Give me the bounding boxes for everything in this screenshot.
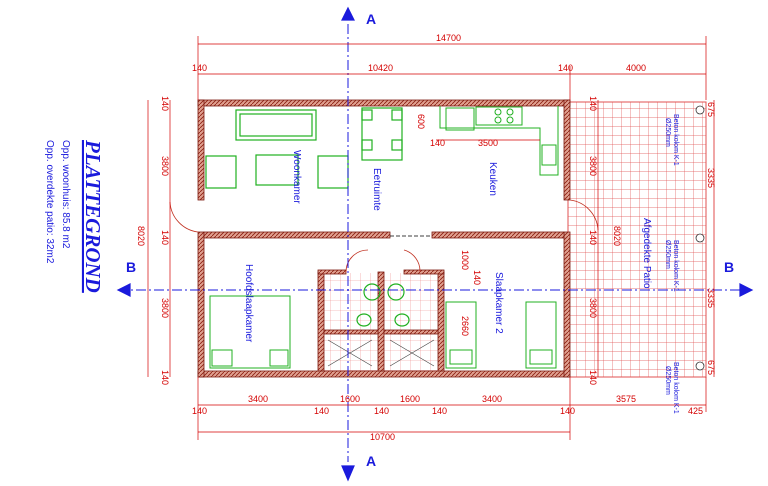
patio-columns [695,105,705,371]
dim-patio-3335-2: 3335 [706,288,716,308]
dim-wall-b4: 140 [432,406,447,416]
kitchen-counter [439,106,559,176]
dim-patio-425: 425 [688,406,703,416]
dim-bath-right: 1600 [400,394,420,404]
dim-total-width: 14700 [436,33,461,43]
dim-kitchen-600: 600 [416,114,426,129]
dim-wall-left-top: 140 [192,63,207,73]
dim-patio-675-bottom: 675 [706,360,716,375]
patio-floor [567,101,707,378]
section-markers [116,6,754,482]
dim-bath-2660: 2660 [460,316,470,336]
dim-depth-left: 8020 [136,226,146,246]
column-size-1: Ø250mm [664,118,671,147]
dim-zone-mid-2: 3800 [588,298,598,318]
section-b-right: B [724,259,734,275]
column-label-3: Beton kolom K-1 [672,362,679,414]
column-label-2: Beton kolom K-1 [672,240,679,292]
dim-wall-m2: 140 [588,230,598,245]
room-master: Hoofdslaapkamer [243,264,254,343]
dim-patio-675-top: 675 [706,102,716,117]
column-size-3: Ø250mm [664,366,671,395]
dim-room-right: 3400 [482,394,502,404]
room-kitchen: Keuken [487,162,498,196]
room-dining: Eetruimte [371,168,382,211]
dim-patio-3575: 3575 [616,394,636,404]
dim-wall-b2: 140 [314,406,329,416]
dim-bath-left: 1600 [340,394,360,404]
dim-zone-left-1: 3800 [160,156,170,176]
dimension-lines [147,36,715,440]
dim-wall-l1: 140 [160,96,170,111]
dim-bath-1000: 1000 [460,250,470,270]
living-area-label: Opp. woonhuis: 85.8 m2 [60,140,71,249]
exterior-walls [197,99,571,378]
dim-patio-3335-1: 3335 [706,168,716,188]
dim-zone-mid-1: 3800 [588,156,598,176]
dim-room-left: 3400 [248,394,268,404]
dim-wall-bath: 140 [472,270,482,285]
section-a-top: A [366,11,376,27]
dim-wall-kitchen: 140 [430,138,445,148]
room-living: Woonkamer [291,150,302,204]
dim-zone-left-2: 3800 [160,298,170,318]
dim-interior-width: 10420 [368,63,393,73]
doors [169,199,599,273]
dim-wall-m3: 140 [588,370,598,385]
dim-kitchen-width: 3500 [478,138,498,148]
bedroom-furniture [209,295,557,369]
section-b-left: B [126,259,136,275]
room-bedroom2: Slaapkamer 2 [493,272,504,334]
living-furniture [205,107,403,189]
dim-wall-l3: 140 [160,370,170,385]
dim-wall-b3: 140 [374,406,389,416]
dim-wall-b1: 140 [192,406,207,416]
room-patio: Afgedekte Patio [641,218,652,289]
dimension-labels: 14700 140 10420 140 4000 3500 600 140 14… [136,33,716,442]
dim-patio-width: 4000 [626,63,646,73]
column-labels: Beton kolom K-1 Ø250mm Beton kolom K-1 Ø… [664,114,679,414]
column-size-2: Ø250mm [664,240,671,269]
dim-wall-right-top: 140 [558,63,573,73]
section-a-bottom: A [366,453,376,469]
patio-area-label: Opp. overdekte patio: 32m2 [44,140,55,264]
column-label-1: Beton kolom K-1 [672,114,679,166]
drawing-title: PLATTEGROND [81,139,105,293]
sanitary-fixtures [327,283,435,367]
dim-depth-mid: 8020 [612,226,622,246]
section-lines [118,24,752,462]
dim-house-width: 10700 [370,432,395,442]
dim-wall-l2: 140 [160,230,170,245]
dim-wall-m1: 140 [588,96,598,111]
dim-wall-b5: 140 [560,406,575,416]
